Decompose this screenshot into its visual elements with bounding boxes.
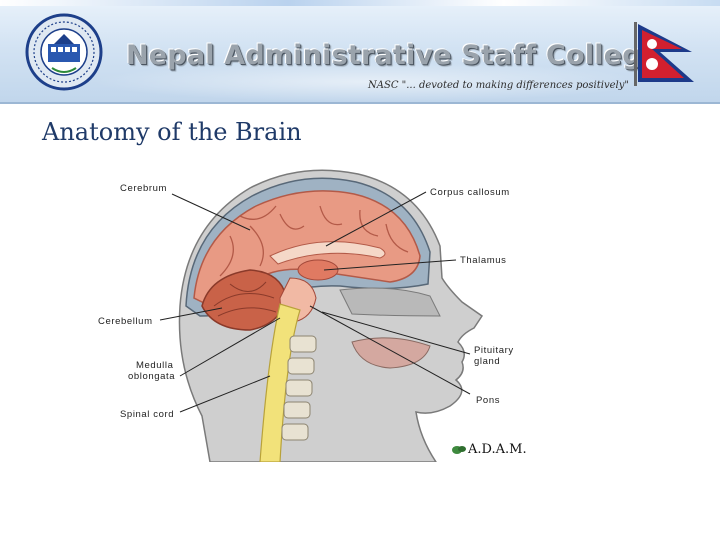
label-cerebellum: Cerebellum — [98, 316, 153, 327]
label-pons: Pons — [476, 395, 500, 406]
adam-credit: A.D.A.M. — [452, 442, 542, 460]
slide-title: Anatomy of the Brain — [42, 118, 442, 152]
label-medulla-line2: oblongata — [128, 371, 175, 382]
thalamus-shape — [298, 260, 338, 280]
label-spinal-cord: Spinal cord — [120, 409, 174, 420]
banner-sheen — [0, 0, 720, 6]
college-name: Nepal Administrative Staff College — [126, 40, 616, 80]
label-cerebrum: Cerebrum — [120, 183, 167, 194]
label-corpus-callosum: Corpus callosum — [430, 187, 510, 198]
nasc-emblem-icon — [24, 10, 104, 94]
college-tagline: NASC "... devoted to making differences … — [368, 80, 628, 94]
header-banner: Nepal Administrative Staff College NASC … — [0, 0, 720, 104]
label-thalamus: Thalamus — [460, 255, 507, 266]
label-pituitary-line2: gland — [474, 356, 500, 367]
leaf-icon — [452, 444, 466, 456]
label-pituitary-line1: Pituitary — [474, 345, 514, 356]
nepal-flag-icon — [632, 22, 700, 86]
label-medulla-line1: Medulla — [136, 360, 173, 371]
adam-credit-text: A.D.A.M. — [468, 442, 527, 457]
